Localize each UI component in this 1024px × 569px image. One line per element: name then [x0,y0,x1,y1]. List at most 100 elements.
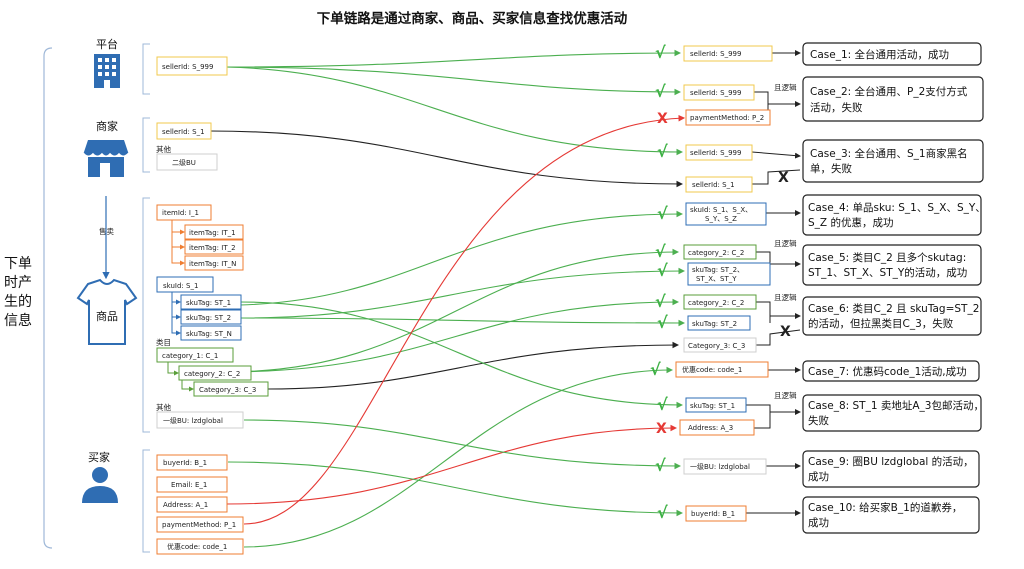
sell-label: 售卖 [99,226,114,236]
c2-payment-text: paymentMethod: P_2 [690,114,764,122]
c1-seller-box [683,45,773,62]
connection-lines [209,49,686,548]
c10-buyer-box [685,505,747,522]
item-tag-n-box [184,255,244,271]
case-8-text-line-1: Case_8: ST_1 卖地址A_3包邮活动， [808,399,984,412]
c6-category-text: category_2: C_2 [688,299,744,307]
case-3-box [802,139,984,183]
c4-sku-text-line-1: skuId: S_1、S_X、 [690,206,752,214]
email-box [156,476,228,493]
side-label-line-2: 时产 [4,275,32,291]
side-label-line-4: 信息 [4,312,32,329]
c2-seller-text: sellerId: S_999 [690,89,741,97]
case-5-text-line-1: Case_5: 类目C_2 且多个skutag: [808,251,966,264]
case-3-text-line-1: Case_3: 全台通用、S_1商家黑名 [810,147,968,160]
address-box [156,496,228,513]
case-8-text-line-2: 失败 [808,414,829,427]
merchant-label: 商家 [96,119,118,133]
and-logic-label-2: 且逻辑 [774,238,797,248]
c5-category-box [683,244,757,260]
case-2-text-line-1: Case_2: 全台通用、P_2支付方式 [810,85,968,98]
case-arrows [746,50,801,516]
category-2-box [178,365,252,381]
c3-seller999-text: sellerId: S_999 [690,149,741,157]
cross-mark-c2: X [657,111,668,127]
payment-text: paymentMethod: P_1 [162,521,236,529]
merchant-bu-text: 二级BU [172,158,196,167]
check-mark-c5b: √ [657,261,668,280]
c3-seller999-box [685,144,753,161]
c10-buyer-text: buyerId: B_1 [691,510,735,518]
tshirt-icon [76,278,138,345]
merchant-seller-text: sellerId: S_1 [162,128,205,136]
check-mark-c1: √ [655,43,666,62]
check-mark-c9: √ [655,456,666,475]
check-mark-c6a: √ [655,292,666,311]
bu-global-text: 一级BU: lzdglobal [163,416,223,425]
case-6-box [802,296,982,336]
case-4-text-line-1: Case_4: 单品sku: S_1、S_X、S_Y、 [808,202,986,214]
case-9-text-line-1: Case_9: 圈BU lzdglobal 的活动， [808,455,974,468]
building-icon [94,54,120,88]
c3-seller1-text: sellerId: S_1 [692,181,735,189]
case-2-box [802,76,984,122]
platform-label: 平台 [96,37,118,51]
c6-category3-text: Category_3: C_3 [688,342,745,350]
category-3-text: Category_3: C_3 [199,386,256,394]
side-label-line-1: 下单 [4,256,32,272]
check-mark-c7: √ [650,360,661,379]
case-9-box [802,450,980,488]
merchant-bu-box [156,153,218,171]
left-nodes: sellerId: S_999 sellerId: S_1 二级BU itemI… [156,56,269,555]
sku-id-box [156,276,214,293]
shop-icon [83,140,129,177]
check-mark-c5a: √ [655,242,666,261]
cross-mark-c3: X [778,170,789,186]
case-9-text-line-2: 成功 [808,471,829,483]
c7-coupon-box [675,361,769,378]
category-1-box [156,347,234,363]
c8-tag-text: skuTag: ST_1 [690,402,735,410]
item-tag-2-text: itemTag: IT_2 [189,244,236,252]
other-merchant-label: 其他 [156,144,171,154]
case-3-text-line-2: 单，失败 [810,162,852,175]
case-8-box [802,394,982,432]
cross-mark-c8: X [656,421,667,437]
coupon-box [156,538,244,555]
case-10-text-line-1: Case_10: 给买家B_1的道歉券， [808,501,962,514]
category-3-box [193,381,269,397]
platform-seller-box [156,56,228,76]
platform-seller-text: sellerId: S_999 [162,63,213,71]
case-6-text-line-2: 的活动，但拉黑类目C_3，失败 [808,317,954,330]
coupon-text: 优惠code: code_1 [167,542,227,551]
and-logic-label-4: 且逻辑 [774,390,797,400]
c3-seller1-box [685,176,753,193]
diagram-title: 下单链路是通过商家、商品、买家信息查找优惠活动 [317,10,628,27]
sku-tag-2-box [180,309,242,325]
case-7-text: Case_7: 优惠码code_1活动,成功 [808,365,967,378]
check-mark-c4: √ [657,204,668,223]
right-nodes: sellerId: S_999 sellerId: S_999 paymentM… [675,45,773,522]
side-label-line-3: 生的 [4,294,32,310]
category-1-text: category_1: C_1 [162,352,218,360]
platform-bracket [142,43,150,95]
case-5-text-line-2: ST_1、ST_X、ST_Y的活动，成功 [808,266,967,279]
c5-tag-text-line-2: ST_X、ST_Y [696,275,737,283]
c8-tag-box [685,397,747,413]
product-label: 商品 [96,309,118,323]
case-5-box [802,244,982,286]
sku-tag-n-box [180,325,242,341]
category-label: 类目 [156,337,171,347]
and-logic-label-3: 且逻辑 [774,292,797,302]
case-10-box [802,496,980,534]
merchant-bracket [142,117,150,173]
buyer-label: 买家 [88,450,110,464]
case-6-text-line-1: Case_6: 类目C_2 且 skuTag=ST_2 [808,302,979,315]
c4-sku-text-line-2: S_Y、S_Z [705,215,737,223]
sku-tag-1-text: skuTag: ST_1 [186,299,231,307]
case-boxes: Case_1: 全台通用活动，成功 Case_2: 全台通用、P_2支付方式 活… [802,42,986,534]
category-2-text: category_2: C_2 [184,370,240,378]
case-1-box [802,42,982,66]
sku-tag-n-text: skuTag: ST_N [186,330,232,338]
